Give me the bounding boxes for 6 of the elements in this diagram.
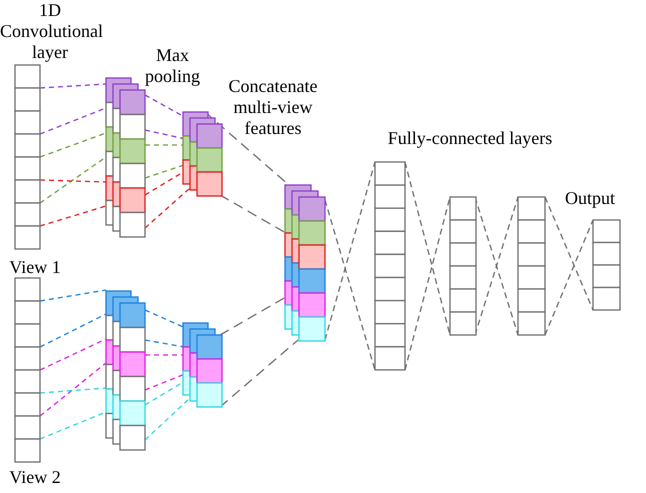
layer-label: Concatenate multi-view features — [228, 76, 318, 139]
layer-label: Fully-connected layers — [386, 128, 554, 149]
view-label: View 2 — [8, 467, 62, 488]
layer-label: Output — [564, 188, 616, 209]
view-label: View 1 — [8, 257, 62, 278]
layer-label: Max pooling — [145, 45, 200, 87]
